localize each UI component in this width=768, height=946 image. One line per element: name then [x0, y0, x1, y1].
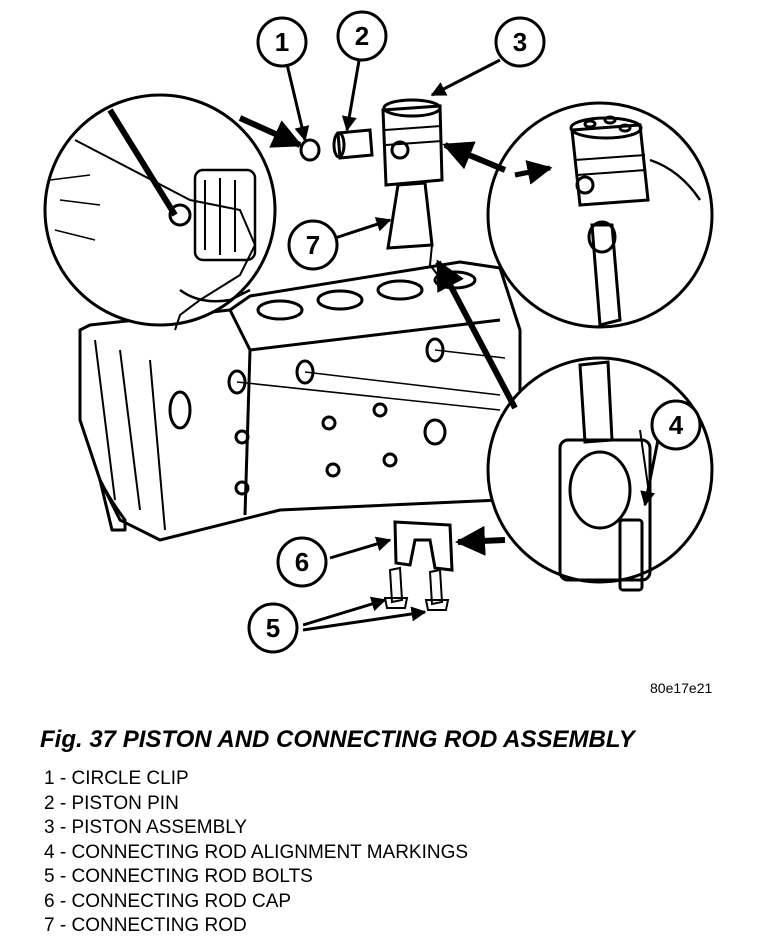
legend-sep: -	[54, 792, 72, 814]
callout-1: 1	[256, 16, 308, 68]
image-reference-code: 80e17e21	[650, 680, 713, 696]
svg-text:3: 3	[513, 27, 527, 57]
legend-item: 1 - CIRCLE CLIP	[44, 767, 468, 792]
legend-sep: -	[54, 841, 72, 863]
callout-5: 5	[247, 602, 299, 654]
legend-text: CONNECTING ROD CAP	[71, 890, 292, 912]
legend-item: 3 - PISTON ASSEMBLY	[44, 816, 468, 841]
legend-num: 5	[44, 866, 55, 887]
legend-text: CONNECTING ROD ALIGNMENT MARKINGS	[71, 841, 469, 863]
leader-arrows	[238, 54, 660, 632]
legend-text: CONNECTING ROD	[71, 915, 247, 936]
legend-sep: -	[54, 890, 72, 912]
legend-num: 6	[44, 890, 55, 912]
detail-circle-clip	[43, 93, 277, 331]
legend-text: PISTON ASSEMBLY	[71, 817, 248, 838]
legend-item: 4 - CONNECTING ROD ALIGNMENT MARKINGS	[44, 841, 468, 866]
svg-text:7: 7	[306, 230, 320, 260]
legend-item: 7 - CONNECTING ROD	[44, 914, 468, 939]
legend-sep: -	[54, 817, 72, 838]
callout-4: 4	[650, 399, 702, 451]
svg-text:4: 4	[669, 410, 684, 440]
legend-num: 3	[44, 817, 55, 838]
legend-list: 1 - CIRCLE CLIP 2 - PISTON PIN 3 - PISTO…	[44, 767, 468, 939]
legend-text: CONNECTING ROD BOLTS	[71, 866, 313, 887]
svg-text:2: 2	[355, 21, 369, 51]
svg-text:6: 6	[295, 547, 309, 577]
figure-caption: Fig. 37 PISTON AND CONNECTING ROD ASSEMB…	[40, 726, 635, 753]
callout-6: 6	[276, 536, 328, 588]
legend-sep: -	[54, 866, 72, 887]
legend-num: 2	[44, 792, 55, 814]
detail-alignment-markings	[486, 356, 714, 592]
detail-piston-rod	[486, 101, 714, 329]
legend-num: 4	[44, 841, 55, 863]
legend-item: 5 - CONNECTING ROD BOLTS	[44, 865, 468, 890]
svg-text:5: 5	[266, 613, 280, 643]
piston-rod-illustration: 1 2 3 4 5 6 7	[43, 10, 714, 654]
callout-2: 2	[336, 10, 388, 62]
legend-item: 2 - PISTON PIN	[44, 792, 468, 817]
legend-sep: -	[54, 915, 72, 936]
legend-sep: -	[54, 768, 72, 789]
callout-7: 7	[287, 219, 339, 271]
svg-text:1: 1	[275, 27, 289, 57]
legend-num: 1	[44, 768, 55, 789]
legend-num: 7	[44, 915, 55, 936]
loose-parts	[299, 98, 454, 611]
callout-3: 3	[494, 16, 546, 68]
legend-text: PISTON PIN	[71, 792, 179, 814]
legend-text: CIRCLE CLIP	[71, 768, 189, 789]
legend-item: 6 - CONNECTING ROD CAP	[44, 890, 468, 915]
